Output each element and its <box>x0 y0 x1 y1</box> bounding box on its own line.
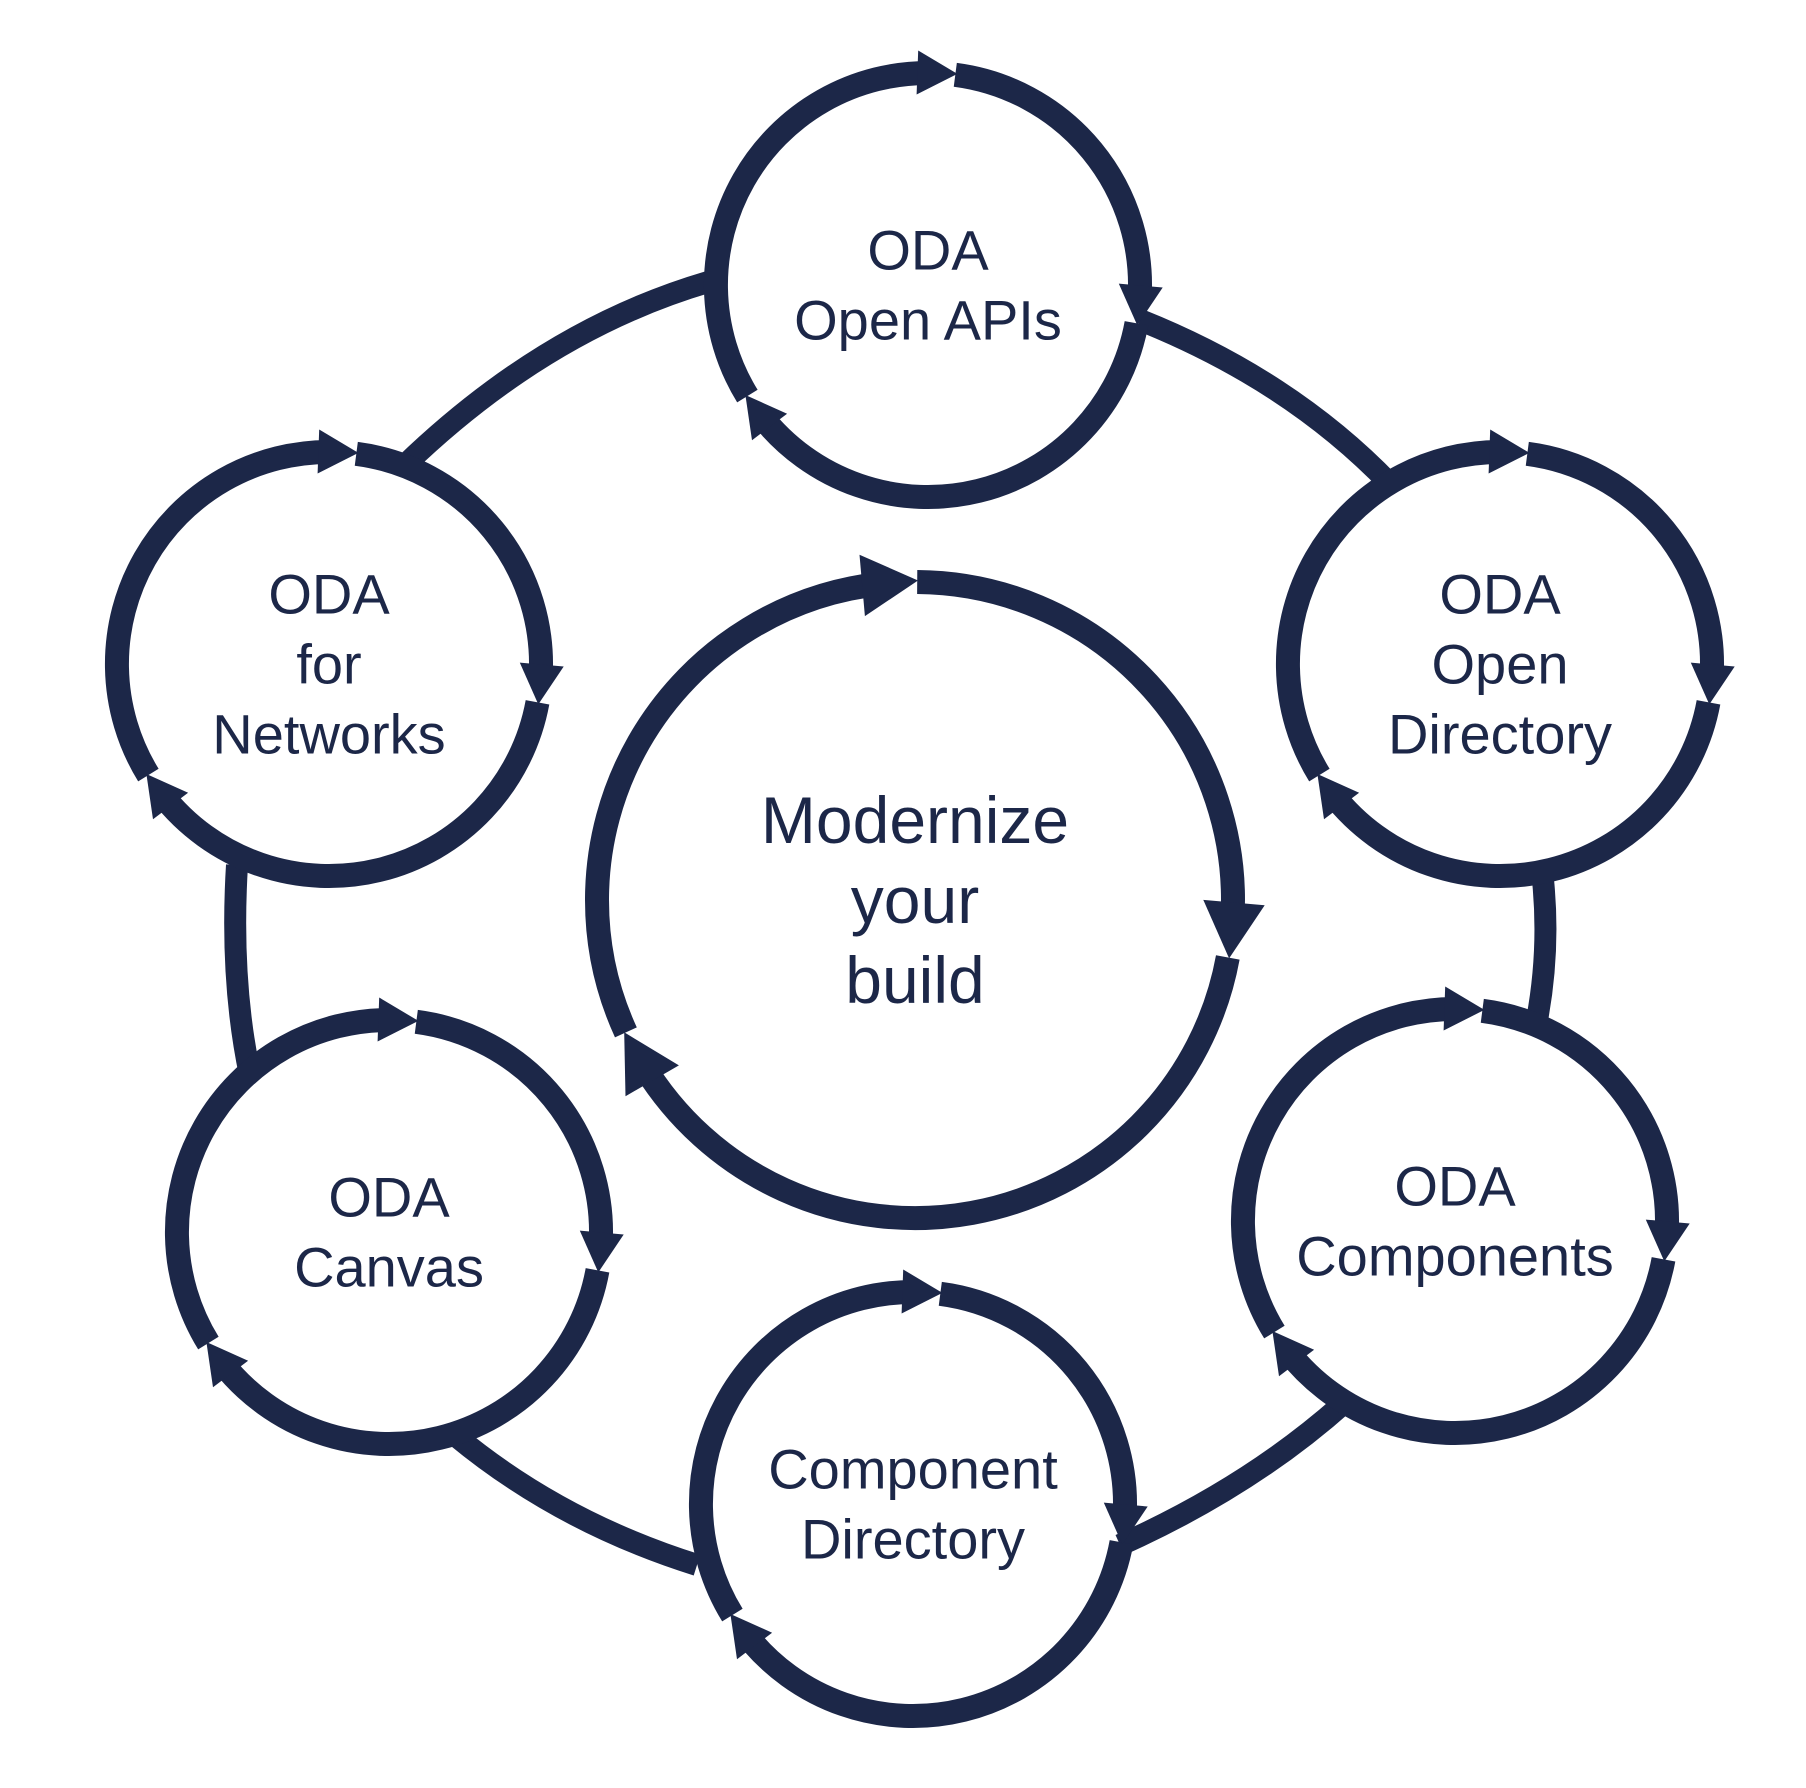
ring-layer <box>104 50 1735 1728</box>
node-open-directory-label-line: ODA <box>1439 563 1561 626</box>
node-for-networks-label-line: ODA <box>268 563 390 626</box>
node-open-apis-label-line: Open APIs <box>794 289 1062 352</box>
node-components-label-line: ODA <box>1394 1155 1516 1218</box>
node-component-directory-ring <box>688 1269 1148 1728</box>
node-components-arrowhead <box>1443 986 1485 1031</box>
node-for-networks-arrowhead <box>519 662 564 705</box>
hub-arc <box>585 571 884 1038</box>
node-open-apis-label: ODA Open APIs <box>794 219 1062 352</box>
node-component-directory-label-line: Directory <box>801 1508 1025 1571</box>
node-component-directory-arc <box>688 1279 917 1622</box>
connector-compdir-to-canvas <box>448 1427 701 1576</box>
node-open-directory-arrowhead <box>1488 429 1530 474</box>
node-open-directory-label-line: Open <box>1432 633 1569 696</box>
connector-canvas-to-networks <box>224 864 261 1078</box>
node-open-directory-arrowhead <box>1690 662 1735 705</box>
node-for-networks-arc <box>152 700 550 888</box>
hub-arrowhead <box>1203 899 1265 959</box>
node-component-directory-arrowhead <box>901 1269 943 1314</box>
node-components-arc <box>1278 1257 1676 1445</box>
node-open-apis-arrowhead <box>916 50 958 95</box>
connector-layer <box>224 271 1557 1576</box>
node-open-apis-arrowhead <box>745 395 788 441</box>
node-for-networks-label-line: Networks <box>212 703 445 766</box>
hub-arrowhead <box>624 1032 679 1097</box>
node-open-directory-arc <box>1525 441 1724 680</box>
node-for-networks-arrowhead <box>317 429 359 474</box>
node-canvas-arc <box>414 1009 613 1248</box>
node-canvas-label-line: ODA <box>328 1166 450 1229</box>
node-open-apis-ring <box>703 50 1163 509</box>
node-open-directory-arc <box>1323 700 1721 888</box>
node-component-directory-arrowhead <box>1103 1502 1148 1545</box>
node-canvas-arc <box>212 1268 610 1456</box>
hub-arc <box>917 570 1245 924</box>
node-open-apis-arc <box>751 321 1149 509</box>
node-component-directory-arc <box>938 1281 1137 1520</box>
node-canvas-ring <box>164 997 624 1456</box>
node-open-apis-arrowhead <box>1118 283 1163 326</box>
hub-label-line: Modernize <box>761 783 1069 857</box>
node-canvas-arrowhead <box>206 1342 249 1388</box>
connector-networks-to-apis <box>397 271 712 473</box>
node-canvas-arrowhead <box>377 997 419 1042</box>
node-component-directory-arrowhead <box>730 1614 773 1660</box>
node-open-directory-arc <box>1275 439 1504 782</box>
node-components-arrowhead <box>1272 1331 1315 1377</box>
node-for-networks-arc <box>354 441 553 680</box>
node-for-networks-label-line: for <box>296 633 361 696</box>
node-components-arc <box>1480 998 1679 1237</box>
node-open-apis-arc <box>703 60 932 403</box>
node-components-label: ODA Components <box>1296 1155 1614 1288</box>
connector-components-to-compdir <box>1115 1393 1353 1556</box>
hub-arc <box>632 955 1240 1231</box>
node-open-directory-ring <box>1275 429 1735 888</box>
connector-directory-to-components <box>1526 878 1557 1023</box>
hub-ring <box>585 554 1265 1231</box>
node-for-networks-arrowhead <box>146 774 189 820</box>
node-components-arc <box>1230 996 1459 1339</box>
node-canvas-arc <box>164 1007 393 1350</box>
node-component-directory-arc <box>736 1540 1134 1728</box>
node-canvas-label: ODA Canvas <box>294 1166 484 1299</box>
connector-apis-to-directory <box>1135 309 1398 492</box>
hub-arrowhead <box>859 554 918 617</box>
node-component-directory-label-line: Component <box>768 1438 1058 1501</box>
node-canvas-arrowhead <box>579 1230 624 1273</box>
node-components-label-line: Components <box>1296 1225 1614 1288</box>
hub-label-line: build <box>845 943 984 1017</box>
node-open-apis-arc <box>953 62 1152 301</box>
hub-label-line: your <box>851 863 979 937</box>
node-open-directory-arrowhead <box>1317 774 1360 820</box>
node-for-networks-arc <box>104 439 333 782</box>
node-for-networks-ring <box>104 429 564 888</box>
node-open-apis-label-line: ODA <box>867 219 989 282</box>
node-canvas-label-line: Canvas <box>294 1236 484 1299</box>
node-components-ring <box>1230 986 1690 1445</box>
node-components-arrowhead <box>1645 1219 1690 1262</box>
node-open-directory-label-line: Directory <box>1388 703 1612 766</box>
